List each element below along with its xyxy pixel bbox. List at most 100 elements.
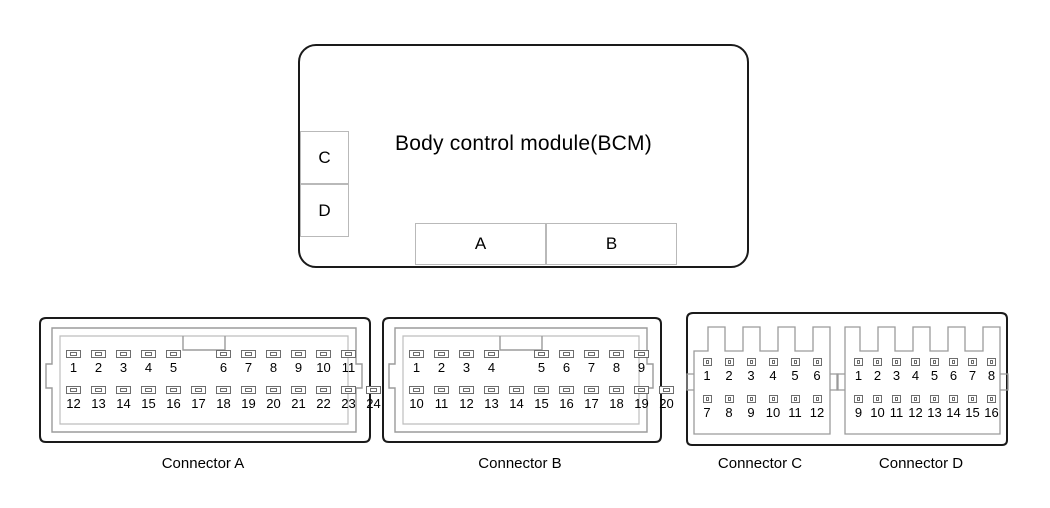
pin-b-12[interactable]: 12 [454, 386, 479, 411]
connector-b-caption: Connector B [478, 455, 562, 472]
pin-a-12[interactable]: 12 [61, 386, 86, 411]
module-port-tab-d[interactable]: D [300, 184, 349, 237]
pin-c-8[interactable]: 8 [718, 395, 740, 420]
module-port-tab-b[interactable]: B [546, 223, 677, 265]
module-port-tab-c[interactable]: C [300, 131, 349, 184]
pin-a-11[interactable]: 11 [336, 350, 361, 375]
pin-c-6[interactable]: 6 [806, 358, 828, 383]
pin-c-2[interactable]: 2 [718, 358, 740, 383]
pin-b-1[interactable]: 1 [404, 350, 429, 375]
pin-c-9[interactable]: 9 [740, 395, 762, 420]
pin-d-1[interactable]: 1 [849, 358, 868, 383]
pin-d-5[interactable]: 5 [925, 358, 944, 383]
pin-a-21[interactable]: 21 [286, 386, 311, 411]
pin-d-11[interactable]: 11 [887, 395, 906, 420]
pin-b-6[interactable]: 6 [554, 350, 579, 375]
pin-c-1[interactable]: 1 [696, 358, 718, 383]
pin-d-9[interactable]: 9 [849, 395, 868, 420]
pin-b-19[interactable]: 19 [629, 386, 654, 411]
pin-b-5[interactable]: 5 [529, 350, 554, 375]
pin-b-11[interactable]: 11 [429, 386, 454, 411]
socket-icon [724, 395, 734, 403]
socket-icon [609, 350, 624, 358]
socket-icon [911, 358, 920, 366]
pin-a-3[interactable]: 3 [111, 350, 136, 375]
connector-cd-shell-icon [686, 312, 1009, 446]
pin-a-2[interactable]: 2 [86, 350, 111, 375]
connector-d-bottom-row: 9 10 11 12 13 14 15 16 [849, 395, 1001, 420]
socket-icon [409, 350, 424, 358]
pin-b-10[interactable]: 10 [404, 386, 429, 411]
pin-b-15[interactable]: 15 [529, 386, 554, 411]
connector-d-caption: Connector D [878, 455, 964, 472]
pin-a-6[interactable]: 6 [211, 350, 236, 375]
pin-b-14[interactable]: 14 [504, 386, 529, 411]
socket-icon [724, 358, 734, 366]
socket-icon [634, 386, 649, 394]
pin-a-1[interactable]: 1 [61, 350, 86, 375]
socket-icon [291, 386, 306, 394]
pin-c-5[interactable]: 5 [784, 358, 806, 383]
pin-a-8[interactable]: 8 [261, 350, 286, 375]
pin-d-14[interactable]: 14 [944, 395, 963, 420]
pin-b-4[interactable]: 4 [479, 350, 504, 375]
pin-a-18[interactable]: 18 [211, 386, 236, 411]
pin-d-15[interactable]: 15 [963, 395, 982, 420]
pin-d-8[interactable]: 8 [982, 358, 1001, 383]
pin-b-20[interactable]: 20 [654, 386, 679, 411]
pin-d-16[interactable]: 16 [982, 395, 1001, 420]
pin-a-5[interactable]: 5 [161, 350, 186, 375]
pin-c-12[interactable]: 12 [806, 395, 828, 420]
socket-icon [609, 386, 624, 394]
pin-b-18[interactable]: 18 [604, 386, 629, 411]
pin-b-16[interactable]: 16 [554, 386, 579, 411]
pin-a-7[interactable]: 7 [236, 350, 261, 375]
pin-a-4[interactable]: 4 [136, 350, 161, 375]
pin-a-15[interactable]: 15 [136, 386, 161, 411]
pin-a-24[interactable]: 24 [361, 386, 386, 411]
pin-a-16[interactable]: 16 [161, 386, 186, 411]
pin-d-12[interactable]: 12 [906, 395, 925, 420]
pin-c-3[interactable]: 3 [740, 358, 762, 383]
socket-icon [534, 350, 549, 358]
socket-icon [534, 386, 549, 394]
pin-b-13[interactable]: 13 [479, 386, 504, 411]
connector-a-top-row: 1 2 3 4 5 6 7 8 9 10 11 [61, 350, 361, 375]
pin-b-3[interactable]: 3 [454, 350, 479, 375]
socket-icon [559, 350, 574, 358]
pin-b-17[interactable]: 17 [579, 386, 604, 411]
pin-a-22[interactable]: 22 [311, 386, 336, 411]
module-port-tab-a[interactable]: A [415, 223, 546, 265]
pin-a-17[interactable]: 17 [186, 386, 211, 411]
connector-b-shell-icon [382, 317, 662, 443]
socket-icon [91, 386, 106, 394]
socket-icon [434, 386, 449, 394]
pin-c-11[interactable]: 11 [784, 395, 806, 420]
pin-d-7[interactable]: 7 [963, 358, 982, 383]
pin-d-13[interactable]: 13 [925, 395, 944, 420]
pin-a-23[interactable]: 23 [336, 386, 361, 411]
pin-b-8[interactable]: 8 [604, 350, 629, 375]
pin-b-2[interactable]: 2 [429, 350, 454, 375]
socket-icon [968, 358, 977, 366]
pin-a-19[interactable]: 19 [236, 386, 261, 411]
pin-c-10[interactable]: 10 [762, 395, 784, 420]
pin-a-20[interactable]: 20 [261, 386, 286, 411]
pin-c-7[interactable]: 7 [696, 395, 718, 420]
socket-icon [341, 350, 356, 358]
socket-icon [116, 350, 131, 358]
pin-d-10[interactable]: 10 [868, 395, 887, 420]
pin-a-13[interactable]: 13 [86, 386, 111, 411]
pin-a-14[interactable]: 14 [111, 386, 136, 411]
socket-icon [659, 386, 674, 394]
pin-c-4[interactable]: 4 [762, 358, 784, 383]
pin-a-9[interactable]: 9 [286, 350, 311, 375]
pin-d-4[interactable]: 4 [906, 358, 925, 383]
socket-icon [116, 386, 131, 394]
pin-d-2[interactable]: 2 [868, 358, 887, 383]
pin-b-7[interactable]: 7 [579, 350, 604, 375]
pin-a-10[interactable]: 10 [311, 350, 336, 375]
pin-d-6[interactable]: 6 [944, 358, 963, 383]
pin-b-9[interactable]: 9 [629, 350, 654, 375]
pin-d-3[interactable]: 3 [887, 358, 906, 383]
